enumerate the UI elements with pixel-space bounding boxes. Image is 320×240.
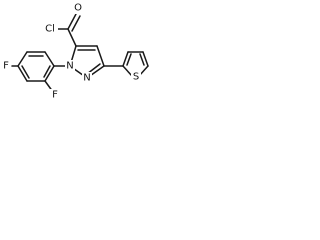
bond-th-c4-c5: [142, 51, 149, 67]
bond-ph-3-4: [17, 51, 28, 67]
bond-th-s-c2: [122, 65, 133, 77]
atom-pyrazole-n2: N: [83, 73, 90, 84]
atom-thiophene-sulfur: S: [133, 72, 139, 83]
bond-th-c2-c3-inner: [126, 53, 132, 66]
atom-pyrazole-n1: N: [66, 61, 73, 72]
bond-ph-4-5-inner: [21, 65, 30, 79]
bond-ph-6-1: [44, 65, 55, 82]
bond-carbonyl-o-double: [71, 15, 81, 32]
bond-ph-1-2: [44, 51, 55, 67]
bonds: [11, 13, 149, 93]
bond-carbonyl-o: [67, 13, 77, 30]
atom-chlorine: Cl: [45, 24, 55, 35]
bond-c5-carbonyl: [67, 28, 77, 47]
atom-labels: Cl O N N F F S: [1, 2, 141, 101]
structure-diagram: Cl O N N F F S: [1, 2, 149, 101]
bond-c4-c3: [96, 45, 105, 67]
atom-carbonyl-oxygen: O: [74, 3, 82, 14]
atom-fluorine-para: F: [3, 61, 9, 72]
bond-th-c2-c3: [122, 51, 129, 67]
bond-ph-6-1-inner: [43, 65, 51, 78]
bond-ph-4-5: [17, 65, 28, 82]
bond-th-c4-c5-inner: [139, 53, 145, 66]
atom-fluorine-ortho: F: [52, 90, 58, 101]
